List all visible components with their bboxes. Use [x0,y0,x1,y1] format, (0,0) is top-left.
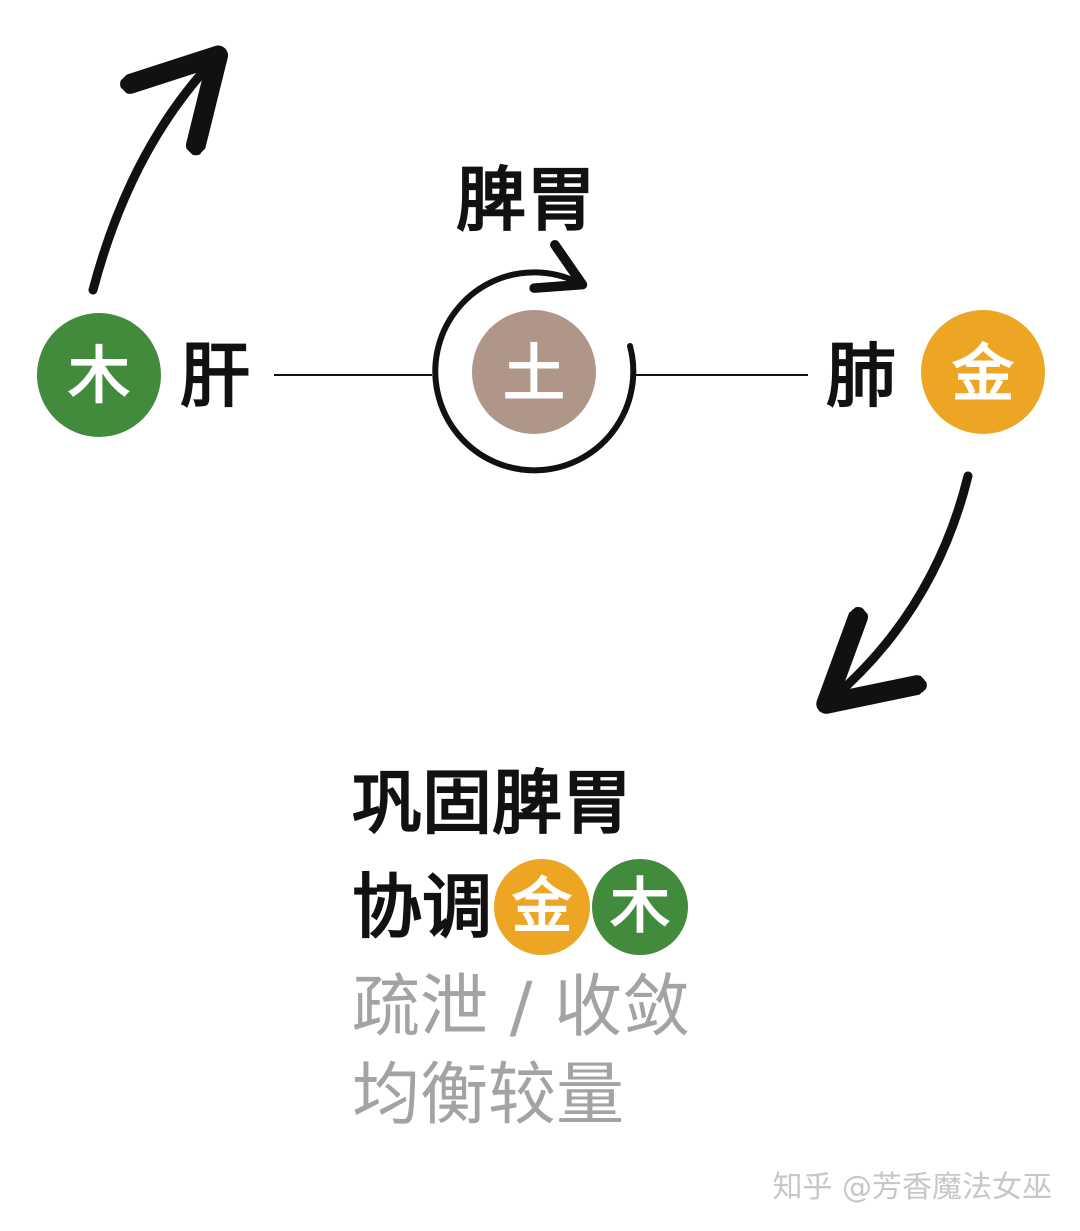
lung-label: 肺 [826,335,896,417]
summary-block: 巩固脾胃 协调 金 木 疏泄 / 收敛 均衡较量 [352,758,690,1140]
metal-badge: 金 [494,859,590,955]
rising-arrow [88,62,212,295]
metal-circle-text: 金 [951,337,1015,410]
summary-line-1: 巩固脾胃 [352,762,632,844]
metal-circle [921,310,1045,434]
earth-circle-text: 土 [503,337,565,410]
rotation-ring-arrow [432,240,637,474]
wood-circle [37,313,161,437]
summary-line-2-text: 协调 [352,866,492,948]
descending-arrow [833,471,973,698]
summary-line-4: 均衡较量 [352,1056,625,1135]
wood-circle-text: 木 [68,339,130,412]
spleen-stomach-label: 脾胃 [456,159,596,241]
watermark: 知乎 @芳香魔法女巫 [772,1170,1052,1205]
summary-line-3: 疏泄 / 收敛 [352,968,691,1047]
summary-line-2: 协调 金 木 [352,859,690,955]
earth-circle [472,310,596,434]
liver-label: 肝 [180,335,250,417]
wood-badge: 木 [592,859,688,955]
